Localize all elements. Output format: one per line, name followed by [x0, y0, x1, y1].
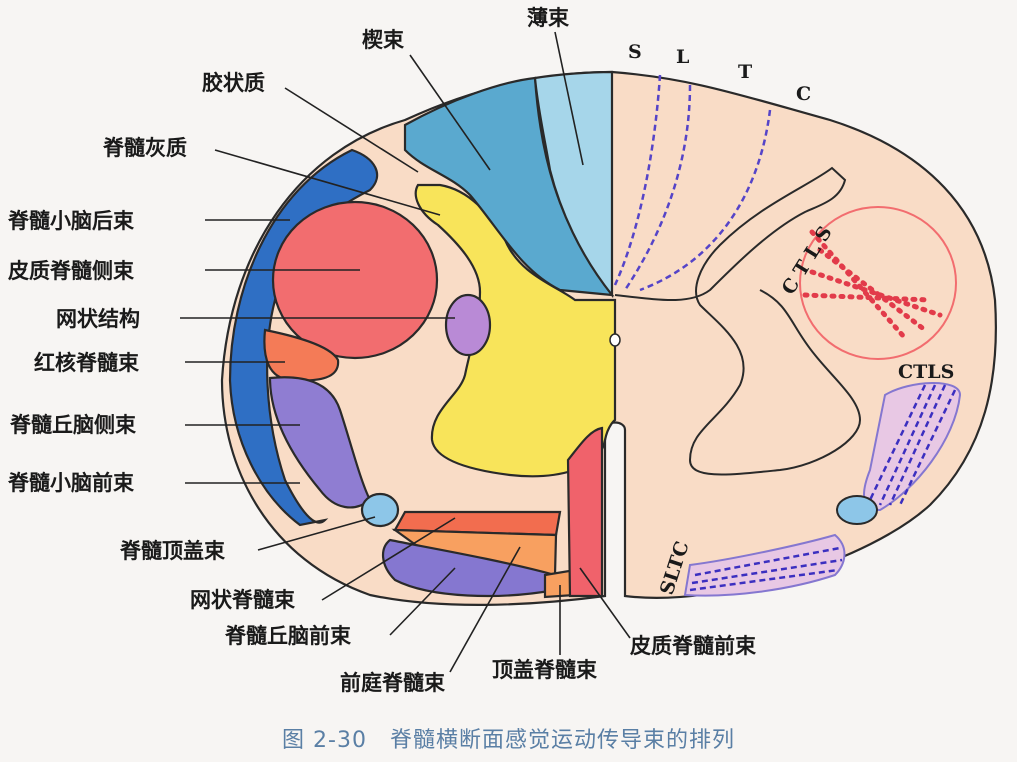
- label-rubrospinal: 红核脊髓束: [34, 350, 140, 375]
- label-spinothalamic-ctls: CTLS: [898, 361, 954, 383]
- right-anterior-spinothalamic-outline: [683, 533, 846, 597]
- dorsal-column-dash-lines: [613, 74, 772, 292]
- rubrospinal-tract: [263, 328, 340, 382]
- label-dorsal-t: T: [738, 61, 752, 83]
- label-cuneate: 楔束: [362, 27, 405, 52]
- label-lateral-corticospinal: 皮质脊髓侧束: [8, 258, 135, 283]
- label-lateral-spinothalamic: 脊髓丘脑侧束: [9, 412, 137, 437]
- spinotectal-tract: [360, 492, 400, 528]
- figure-caption: 图 2-30 脊髓横断面感觉运动传导束的排列: [282, 728, 735, 753]
- label-reticular: 网状结构: [56, 306, 140, 331]
- label-gray-matter: 脊髓灰质: [102, 135, 187, 160]
- right-spinotectal-outline: [836, 495, 878, 525]
- label-dorsal-spinocerebellar: 脊髓小脑后束: [7, 208, 135, 233]
- label-tectospinal: 顶盖脊髓束: [492, 657, 598, 682]
- reticular-formation: [444, 293, 492, 357]
- label-anterior-spinothalamic: 脊髓丘脑前束: [224, 623, 352, 648]
- label-dorsal-s: S: [628, 41, 642, 63]
- right-lateral-corticospinal-outline: [799, 206, 957, 360]
- central-canal: [609, 333, 621, 347]
- anterior-spinothalamic-tract: [382, 538, 557, 598]
- spinothalamic-dash-lines: [689, 384, 957, 592]
- label-gelatinosa: 胶状质: [202, 70, 265, 95]
- lateral-corticospinal-dot-lines: [802, 229, 943, 341]
- anterior-corticospinal-tract: [566, 426, 604, 598]
- lateral-corticospinal-tract: [271, 200, 439, 360]
- label-gracile: 薄束: [527, 5, 570, 30]
- label-ventral-spinocerebellar: 脊髓小脑前束: [7, 470, 135, 495]
- label-dorsal-l: L: [676, 46, 689, 68]
- label-spinotectal: 脊髓顶盖束: [119, 538, 226, 563]
- label-dorsal-c: C: [796, 83, 811, 105]
- leader-lines: [180, 31, 631, 673]
- label-reticulospinal: 网状脊髓束: [190, 587, 296, 612]
- gracile-fasciculus: [533, 70, 614, 299]
- label-anterior-corticospinal: 皮质脊髓前束: [630, 633, 757, 658]
- label-vestibulospinal: 前庭脊髓束: [340, 670, 446, 695]
- gray-matter-right: [614, 166, 862, 476]
